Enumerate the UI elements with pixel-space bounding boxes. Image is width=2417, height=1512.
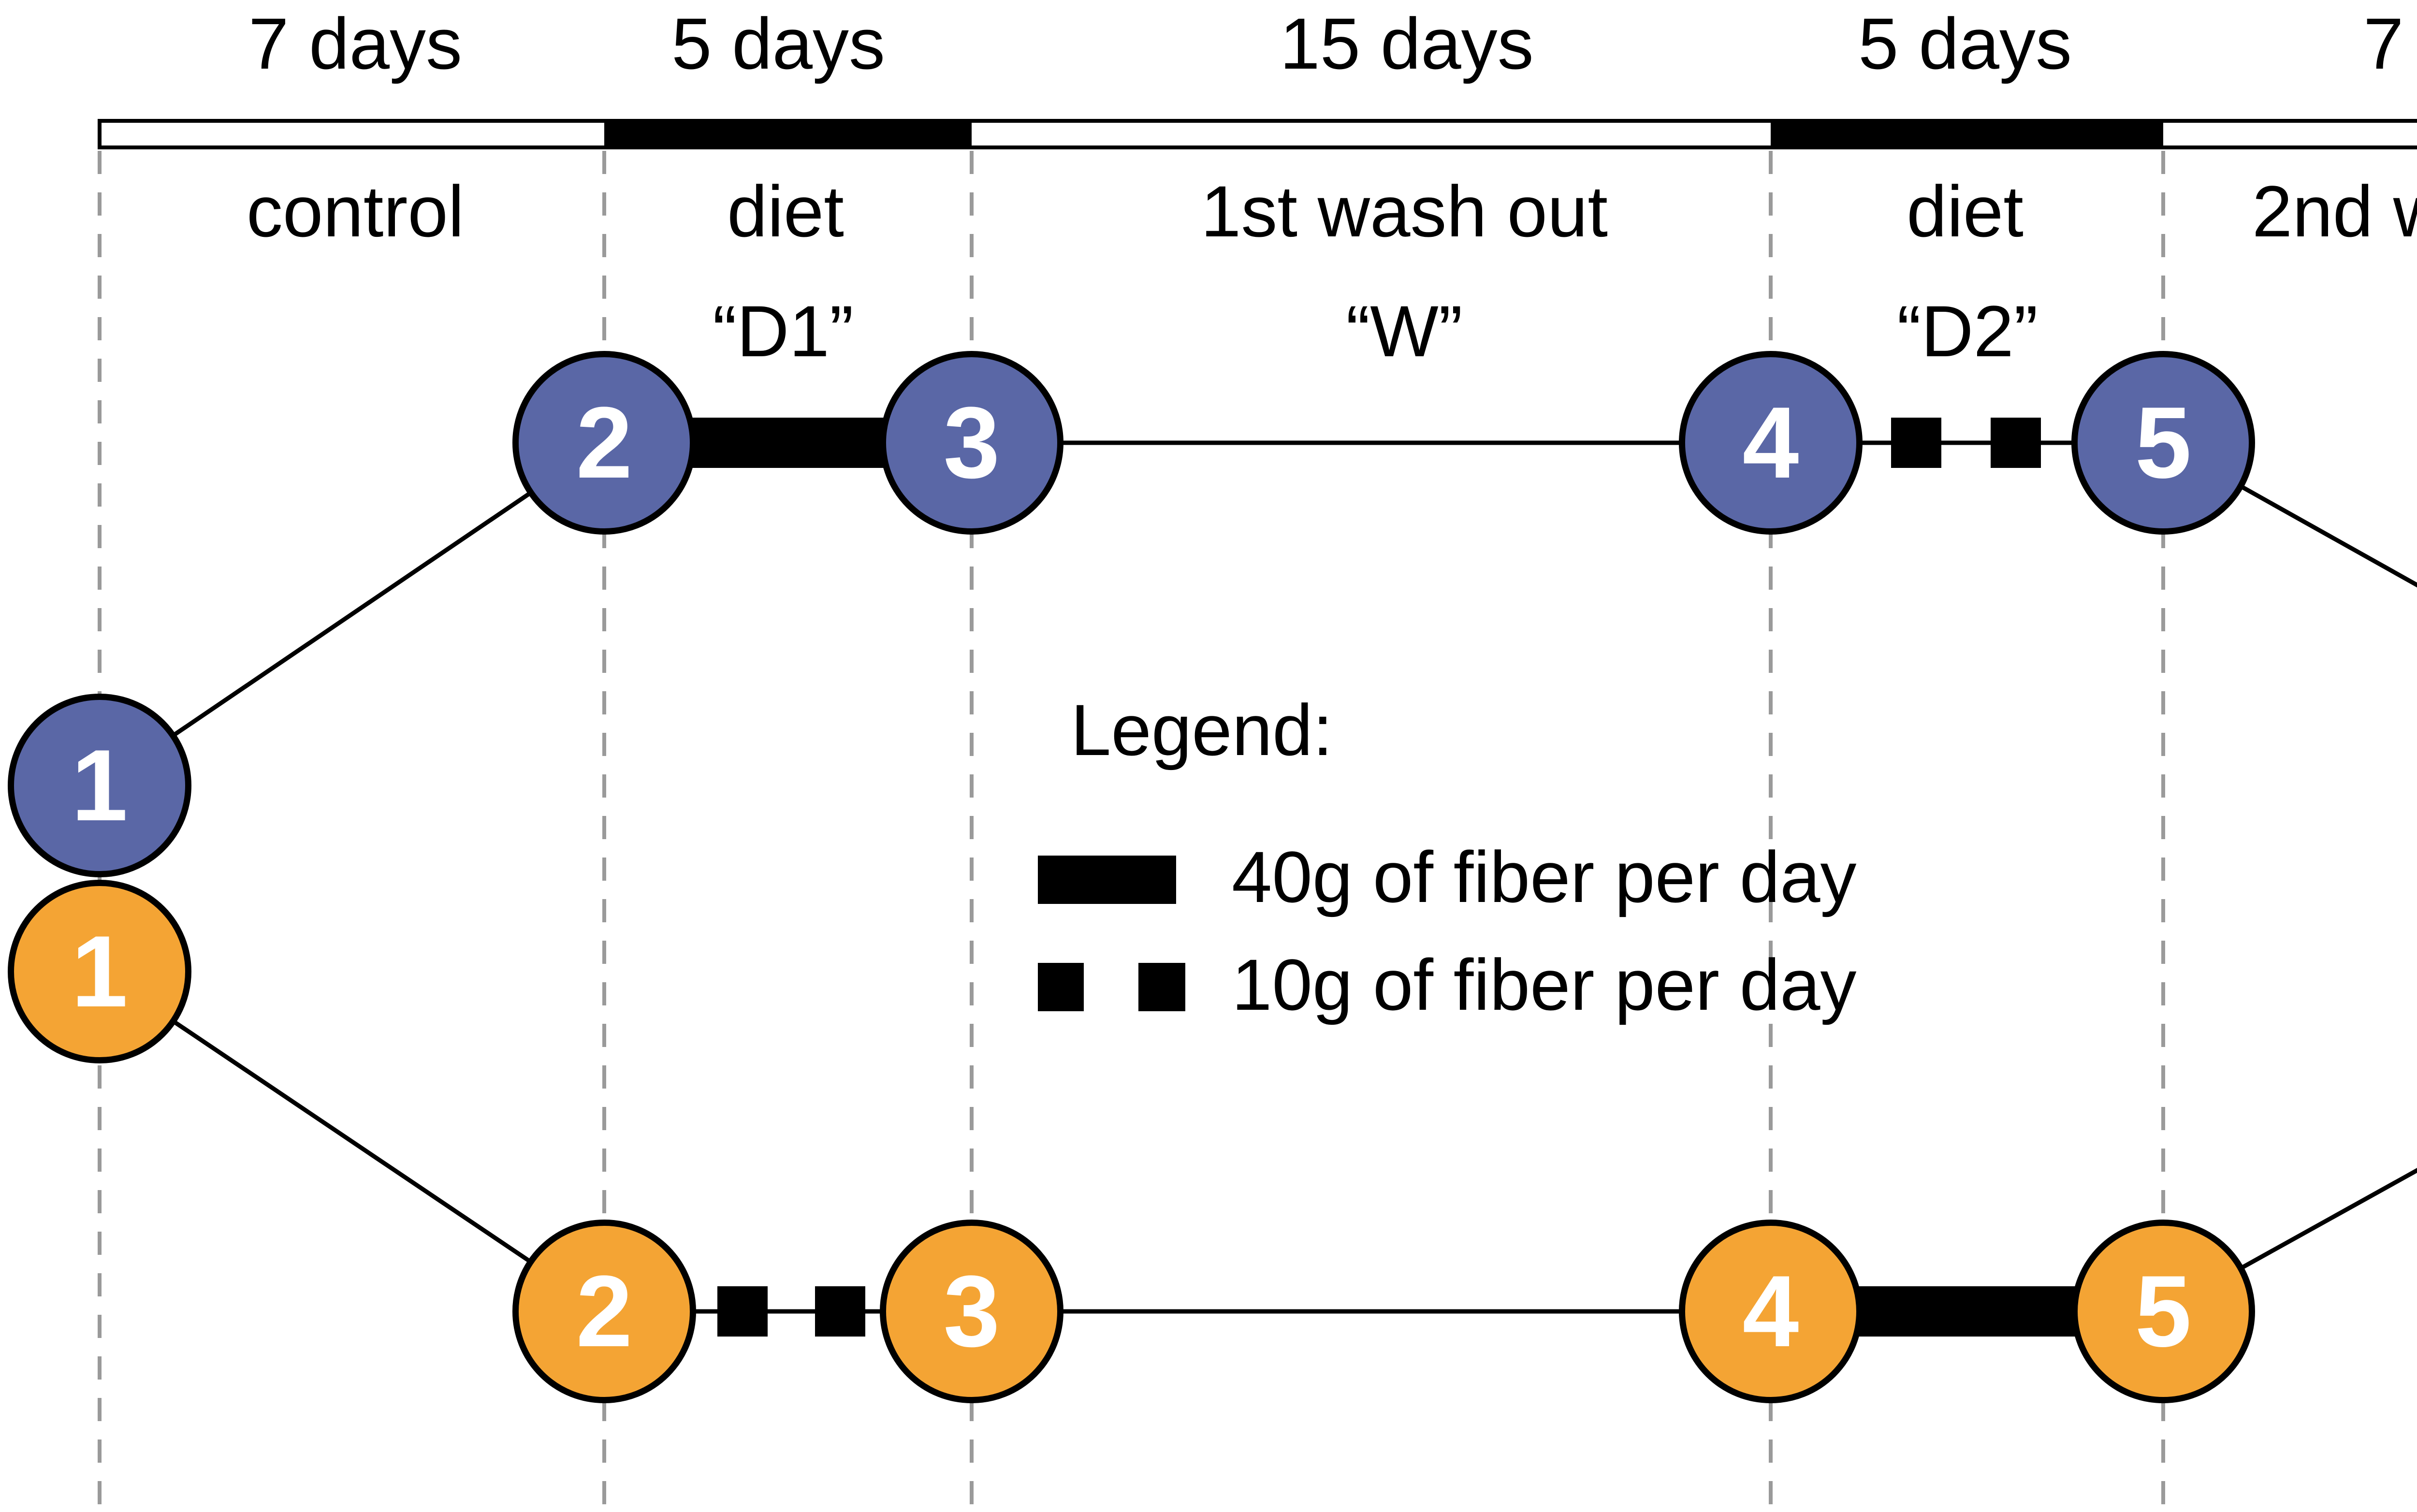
orange-node-3: 3 <box>880 1220 1063 1403</box>
phase-name-label: 1st wash out <box>1200 171 1608 252</box>
connector-blue-5-6 <box>2162 441 2417 588</box>
phase-code-label-d1: “D1” <box>713 291 854 372</box>
phase-code-label-w: “W” <box>1346 291 1463 372</box>
phase-code-label-d2: “D2” <box>1897 291 2038 372</box>
legend-10g-squares-icon <box>1038 963 1185 1011</box>
fiber-10g-square <box>717 1286 768 1337</box>
legend-40g-bar-icon <box>1038 856 1176 904</box>
blue-node-5: 5 <box>2071 351 2255 535</box>
orange-node-2: 2 <box>512 1220 696 1403</box>
timeline-diet1-segment <box>604 119 972 149</box>
fiber-10g-square <box>1891 418 1941 468</box>
fiber-10g-square <box>1991 418 2041 468</box>
legend-10g-square <box>1138 963 1185 1011</box>
phase-duration-label: 7 days <box>2363 3 2417 84</box>
blue-node-4: 4 <box>1679 351 1863 535</box>
phase-name-label: control <box>246 171 465 252</box>
orange-node-5: 5 <box>2071 1220 2255 1403</box>
connector-orange-1-2 <box>98 970 606 1313</box>
phase-duration-label: 7 days <box>248 3 462 84</box>
orange-node-4: 4 <box>1679 1220 1863 1403</box>
phase-name-label: 2nd wash out <box>2252 171 2417 252</box>
blue-node-1: 1 <box>8 694 191 877</box>
phase-duration-label: 5 days <box>1858 3 2072 84</box>
phase-duration-label: 5 days <box>671 3 885 84</box>
legend-item-label: 10g of fiber per day <box>1232 944 1857 1025</box>
fiber-10g-square <box>815 1286 865 1337</box>
legend-10g-square <box>1038 963 1084 1011</box>
connector-lines <box>98 440 2417 1314</box>
legend-title: Legend: <box>1071 689 1333 771</box>
orange-node-1: 1 <box>8 880 191 1063</box>
blue-node-2: 2 <box>512 351 696 535</box>
phase-name-label: diet <box>727 171 844 252</box>
phase-name-label: diet <box>1907 171 2024 252</box>
legend-item-label: 40g of fiber per day <box>1232 836 1857 917</box>
blue-node-3: 3 <box>880 351 1063 535</box>
fiber-10g-squares <box>717 418 2041 1337</box>
connector-blue-1-2 <box>98 441 606 787</box>
connector-orange-5-6 <box>2162 1168 2417 1313</box>
timeline-diet2-segment <box>1771 119 2163 149</box>
phase-duration-label: 15 days <box>1280 3 1534 84</box>
